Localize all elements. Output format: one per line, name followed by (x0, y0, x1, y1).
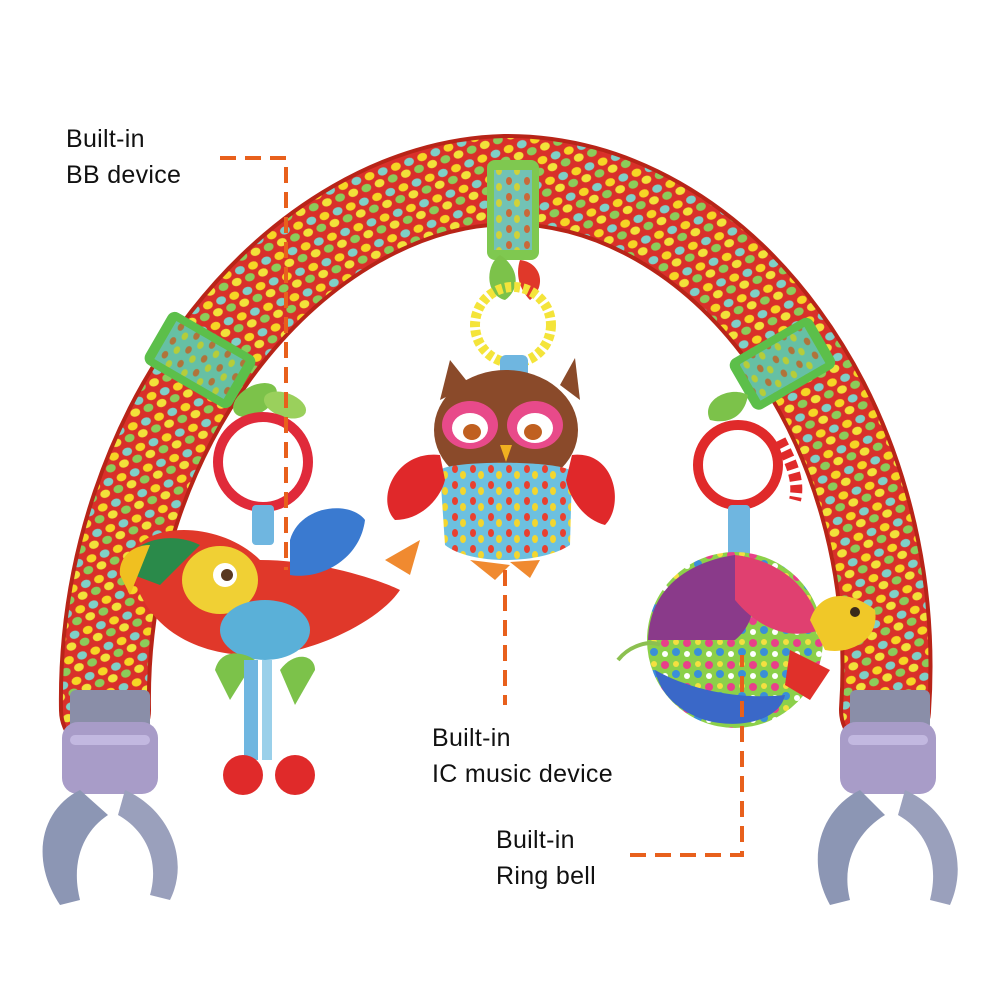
callout-bb-line1: Built-in (66, 125, 145, 153)
callout-ic-line2: IC music device (432, 760, 613, 788)
callout-ic-music-device: Built-in IC music device (432, 720, 613, 792)
callout-line-ring (630, 655, 744, 857)
callout-lines (220, 156, 744, 857)
ball-rattle-toy (616, 391, 876, 728)
straps (144, 160, 836, 410)
callout-ic-line1: Built-in (432, 724, 511, 752)
callout-ring-line1: Built-in (496, 826, 575, 854)
right-clip (817, 690, 958, 905)
callout-bb-line2: BB device (66, 161, 182, 189)
callout-ring-line2: Ring bell (496, 862, 596, 890)
owl-toy (387, 255, 615, 580)
left-clip (42, 690, 178, 905)
callout-ring-bell: Built-in Ring bell (496, 822, 596, 894)
callout-bb-device: Built-in BB device (66, 121, 181, 193)
callout-line-bb (220, 156, 288, 570)
parrot-toy (119, 382, 420, 795)
